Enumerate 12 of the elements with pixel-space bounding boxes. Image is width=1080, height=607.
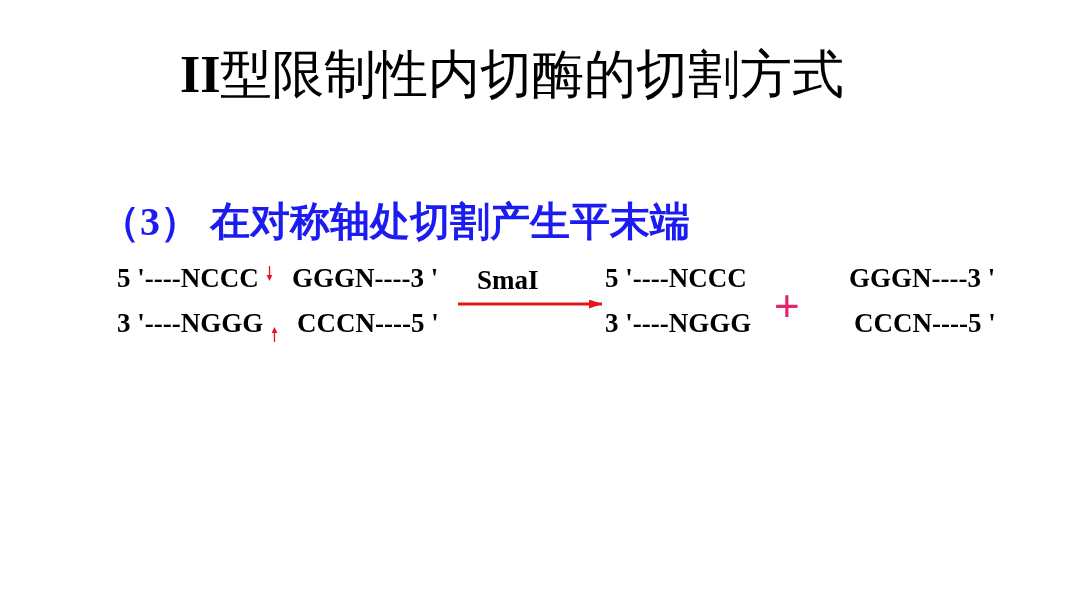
sequence-text: 3 '----NGGG: [605, 309, 752, 337]
sequence-text: 5 '----NCCC: [605, 264, 747, 292]
sequence-text: CCCN----5 ': [854, 309, 996, 337]
plus-sign: +: [774, 284, 800, 328]
sequence-text: 5 '----NCCC: [117, 264, 259, 292]
title: II型限制性内切酶的切割方式: [180, 49, 845, 101]
sequence-text: CCCN----5 ': [297, 309, 439, 337]
subheading: （3） 在对称轴处切割产生平末端: [100, 202, 690, 242]
sequence-text: GGGN----3 ': [849, 264, 996, 292]
sequence-text: 3 '----NGGG: [117, 309, 264, 337]
sequence-text: GGGN----3 ': [292, 264, 439, 292]
arrow: [458, 299, 602, 309]
